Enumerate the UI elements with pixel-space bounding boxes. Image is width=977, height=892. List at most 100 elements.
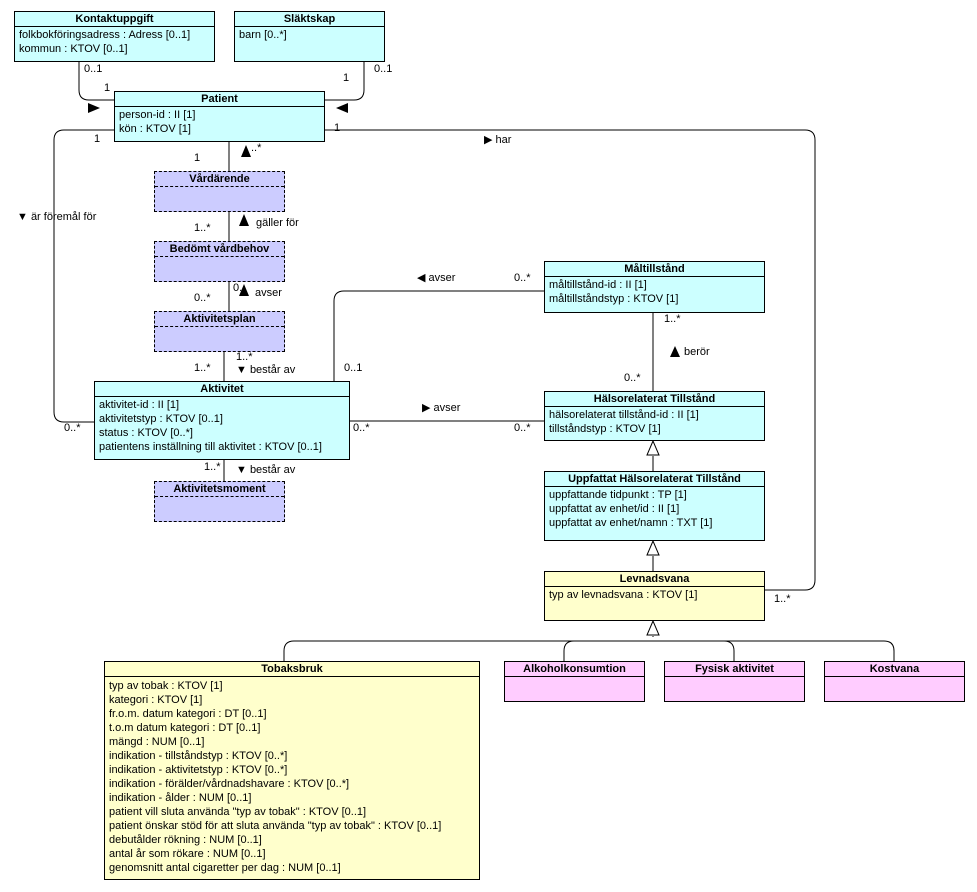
attribute: fr.o.m. datum kategori : DT [0..1]	[109, 708, 267, 720]
attribute: aktivitetstyp : KTOV [0..1]	[99, 413, 223, 425]
gen-arrowhead-uppfattat	[646, 539, 660, 556]
class-title: Kontaktuppgift	[15, 12, 214, 27]
class-patient: Patient person-id : II [1] kön : KTOV [1…	[114, 91, 325, 142]
attribute: indikation - aktivitetstyp : KTOV [0..*]	[109, 764, 288, 776]
multiplicity: 1..*	[774, 593, 791, 605]
class-title: Vårdärende	[155, 172, 284, 187]
multiplicity: 1	[343, 72, 350, 84]
class-alkoholkonsumtion: Alkoholkonsumtion	[504, 661, 645, 702]
class-kontaktuppgift: Kontaktuppgift folkbokföringsadress : Ad…	[14, 11, 215, 62]
class-halsorelaterat-tillstand: Hälsorelaterat Tillstånd hälsorelaterat …	[544, 391, 765, 441]
attribute: barn [0..*]	[239, 29, 287, 41]
class-aktivitetsmoment: Aktivitetsmoment	[154, 481, 285, 522]
direction-arrow-galler-for	[239, 214, 249, 226]
association-label: ◀ avser	[417, 272, 456, 284]
multiplicity: ..*	[251, 142, 262, 154]
attribute: person-id : II [1]	[119, 109, 196, 121]
class-title: Aktivitet	[95, 382, 349, 397]
class-maltillstand: Måltillstånd måltillstånd-id : II [1] må…	[544, 261, 765, 313]
attribute: uppfattande tidpunkt : TP [1]	[549, 489, 687, 501]
class-fysisk-aktivitet: Fysisk aktivitet	[664, 661, 805, 702]
assoc-aktivitet-maltillstand	[333, 290, 545, 381]
class-kostvana: Kostvana	[824, 661, 965, 702]
attribute: patient önskar stöd för att sluta använd…	[109, 820, 442, 832]
attribute: måltillståndstyp : KTOV [1]	[549, 293, 679, 305]
association-label: ▼ består av	[236, 464, 296, 476]
attribute: indikation - tillståndstyp : KTOV [0..*]	[109, 750, 288, 762]
direction-arrow-vardarende	[241, 145, 251, 157]
multiplicity: 0..*	[514, 272, 531, 284]
attribute: patientens inställning till aktivitet : …	[99, 441, 322, 453]
direction-arrow-beror	[670, 346, 680, 357]
attribute: indikation - förälder/vårdnadshavare : K…	[109, 778, 350, 790]
class-uppfattat-halsorelaterat-tillstand: Uppfattat Hälsorelaterat Tillstånd uppfa…	[544, 471, 765, 541]
attribute: genomsnitt antal cigaretter per dag : NU…	[109, 862, 341, 874]
direction-arrow-slakt	[336, 103, 348, 113]
class-title: Aktivitetsplan	[155, 312, 284, 327]
attribute: kön : KTOV [1]	[119, 123, 191, 135]
class-title: Levnadsvana	[545, 572, 764, 587]
association-label: ▶ avser	[422, 402, 461, 414]
direction-arrow-avser-bedomt	[239, 284, 249, 296]
attribute: uppfattat av enhet/id : II [1]	[549, 503, 680, 515]
class-title: Aktivitetsmoment	[155, 482, 284, 497]
multiplicity: 1..*	[194, 362, 211, 374]
class-title: Patient	[115, 92, 324, 107]
association-label: gäller för	[256, 217, 299, 229]
association-label: ▼ är föremål för	[17, 211, 97, 223]
class-title: Fysisk aktivitet	[665, 662, 804, 677]
association-label: avser	[255, 287, 282, 299]
assoc-kontakt-patient	[78, 62, 115, 101]
class-slaktskap: Släktskap barn [0..*]	[234, 11, 385, 62]
attribute: patient vill sluta använda "typ av tobak…	[109, 806, 367, 818]
attribute: måltillstånd-id : II [1]	[549, 279, 647, 291]
assoc-slakt-patient	[324, 38, 365, 101]
multiplicity: 0..*	[353, 422, 370, 434]
multiplicity: 1..*	[194, 222, 211, 234]
attribute: debutålder rökning : NUM [0..1]	[109, 834, 262, 846]
attribute: indikation - ålder : NUM [0..1]	[109, 792, 252, 804]
multiplicity: 1..*	[664, 313, 681, 325]
multiplicity: 0..	[233, 282, 246, 294]
multiplicity: 0..1	[374, 63, 393, 75]
class-aktivitet: Aktivitet aktivitet-id : II [1] aktivite…	[94, 381, 350, 460]
attribute: t.o.m datum kategori : DT [0..1]	[109, 722, 261, 734]
class-tobaksbruk: Tobaksbruk typ av tobak : KTOV [1] kateg…	[104, 661, 480, 880]
association-label: ▶ har	[484, 134, 512, 146]
attribute: folkbokföringsadress : Adress [0..1]	[19, 29, 191, 41]
assoc-patient-levnadsvana	[324, 129, 816, 591]
class-levnadsvana: Levnadsvana typ av levnadsvana : KTOV [1…	[544, 571, 765, 621]
gen-branch	[283, 640, 895, 661]
class-title: Släktskap	[235, 12, 384, 27]
attribute: kommun : KTOV [0..1]	[19, 43, 128, 55]
association-label: berör	[684, 346, 710, 358]
multiplicity: 0..1	[84, 63, 103, 75]
class-vardarende: Vårdärende	[154, 171, 285, 212]
gen-arrowhead-halsorelaterat	[646, 439, 660, 456]
class-title: Bedömt vårdbehov	[155, 242, 284, 257]
multiplicity: 1	[194, 152, 201, 164]
multiplicity: 1..*	[236, 351, 253, 363]
attribute: uppfattat av enhet/namn : TXT [1]	[549, 517, 713, 529]
assoc-patient-aktivitet	[53, 129, 115, 423]
multiplicity: 0..*	[64, 422, 81, 434]
multiplicity: 0..*	[514, 422, 531, 434]
association-label: ▼ består av	[236, 364, 296, 376]
multiplicity: 1	[334, 122, 341, 134]
class-title: Alkoholkonsumtion	[505, 662, 644, 677]
attribute: status : KTOV [0..*]	[99, 427, 193, 439]
class-aktivitetsplan: Aktivitetsplan	[154, 311, 285, 352]
attribute: kategori : KTOV [1]	[109, 694, 203, 706]
multiplicity: 0..*	[194, 292, 211, 304]
multiplicity: 0..*	[624, 372, 641, 384]
attribute: typ av levnadsvana : KTOV [1]	[549, 589, 698, 601]
attribute: antal år som rökare : NUM [0..1]	[109, 848, 266, 860]
attribute: typ av tobak : KTOV [1]	[109, 680, 223, 692]
class-title: Tobaksbruk	[105, 662, 479, 677]
class-title: Måltillstånd	[545, 262, 764, 277]
multiplicity: 1..*	[204, 461, 221, 473]
multiplicity: 0..1	[344, 362, 363, 374]
gen-arrowhead-levnadsvana	[646, 619, 660, 636]
